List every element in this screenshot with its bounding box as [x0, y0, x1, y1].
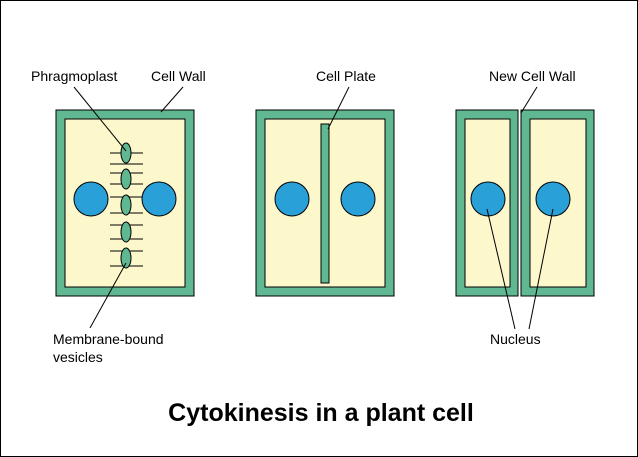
cell-plate-pointer	[327, 86, 350, 130]
nucleus	[535, 181, 571, 217]
labels: Phragmoplast Cell Wall Cell Plate New Ce…	[31, 68, 576, 365]
pointer-lines	[73, 86, 554, 330]
vesicles-pointer	[89, 262, 127, 329]
label-nucleus: Nucleus	[490, 331, 541, 347]
nucleus-pointer-left	[486, 208, 516, 330]
nucleus	[274, 181, 310, 217]
phragmoplast-pointer	[73, 86, 127, 152]
vesicle	[120, 221, 132, 243]
nucleus	[141, 181, 177, 217]
label-membrane-bound: Membrane-bound	[53, 331, 164, 347]
new-cell-wall-pointer	[520, 86, 538, 114]
vesicle	[120, 247, 132, 269]
diagram-title: Cytokinesis in a plant cell	[168, 399, 474, 427]
cell-1	[55, 109, 195, 297]
label-phragmoplast: Phragmoplast	[31, 68, 117, 84]
cell-wall-pointer	[160, 86, 184, 113]
vesicle	[120, 194, 132, 216]
cell-3	[455, 109, 595, 297]
label-cell-plate: Cell Plate	[316, 68, 376, 84]
label-cell-wall: Cell Wall	[151, 68, 206, 84]
nucleus	[73, 181, 109, 217]
nucleus	[340, 181, 376, 217]
nucleus	[470, 181, 506, 217]
label-vesicles: vesicles	[53, 349, 103, 365]
vesicle	[120, 168, 132, 190]
cell-2	[255, 109, 395, 297]
nucleus-pointer-right	[528, 208, 554, 330]
cell-plate	[320, 123, 330, 284]
label-new-cell-wall: New Cell Wall	[489, 68, 576, 84]
